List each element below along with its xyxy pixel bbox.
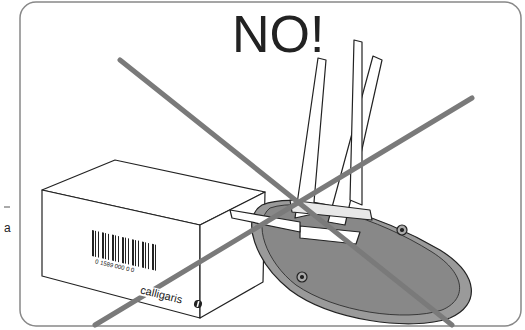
stool-drawing — [230, 40, 471, 324]
warning-heading: NO! — [232, 8, 324, 60]
logo-symbol — [193, 299, 203, 309]
box-drawing — [42, 160, 265, 318]
cross-mark — [95, 60, 472, 325]
stray-letter: a — [4, 222, 11, 234]
stray-mark — [4, 207, 10, 208]
frame — [20, 2, 521, 326]
